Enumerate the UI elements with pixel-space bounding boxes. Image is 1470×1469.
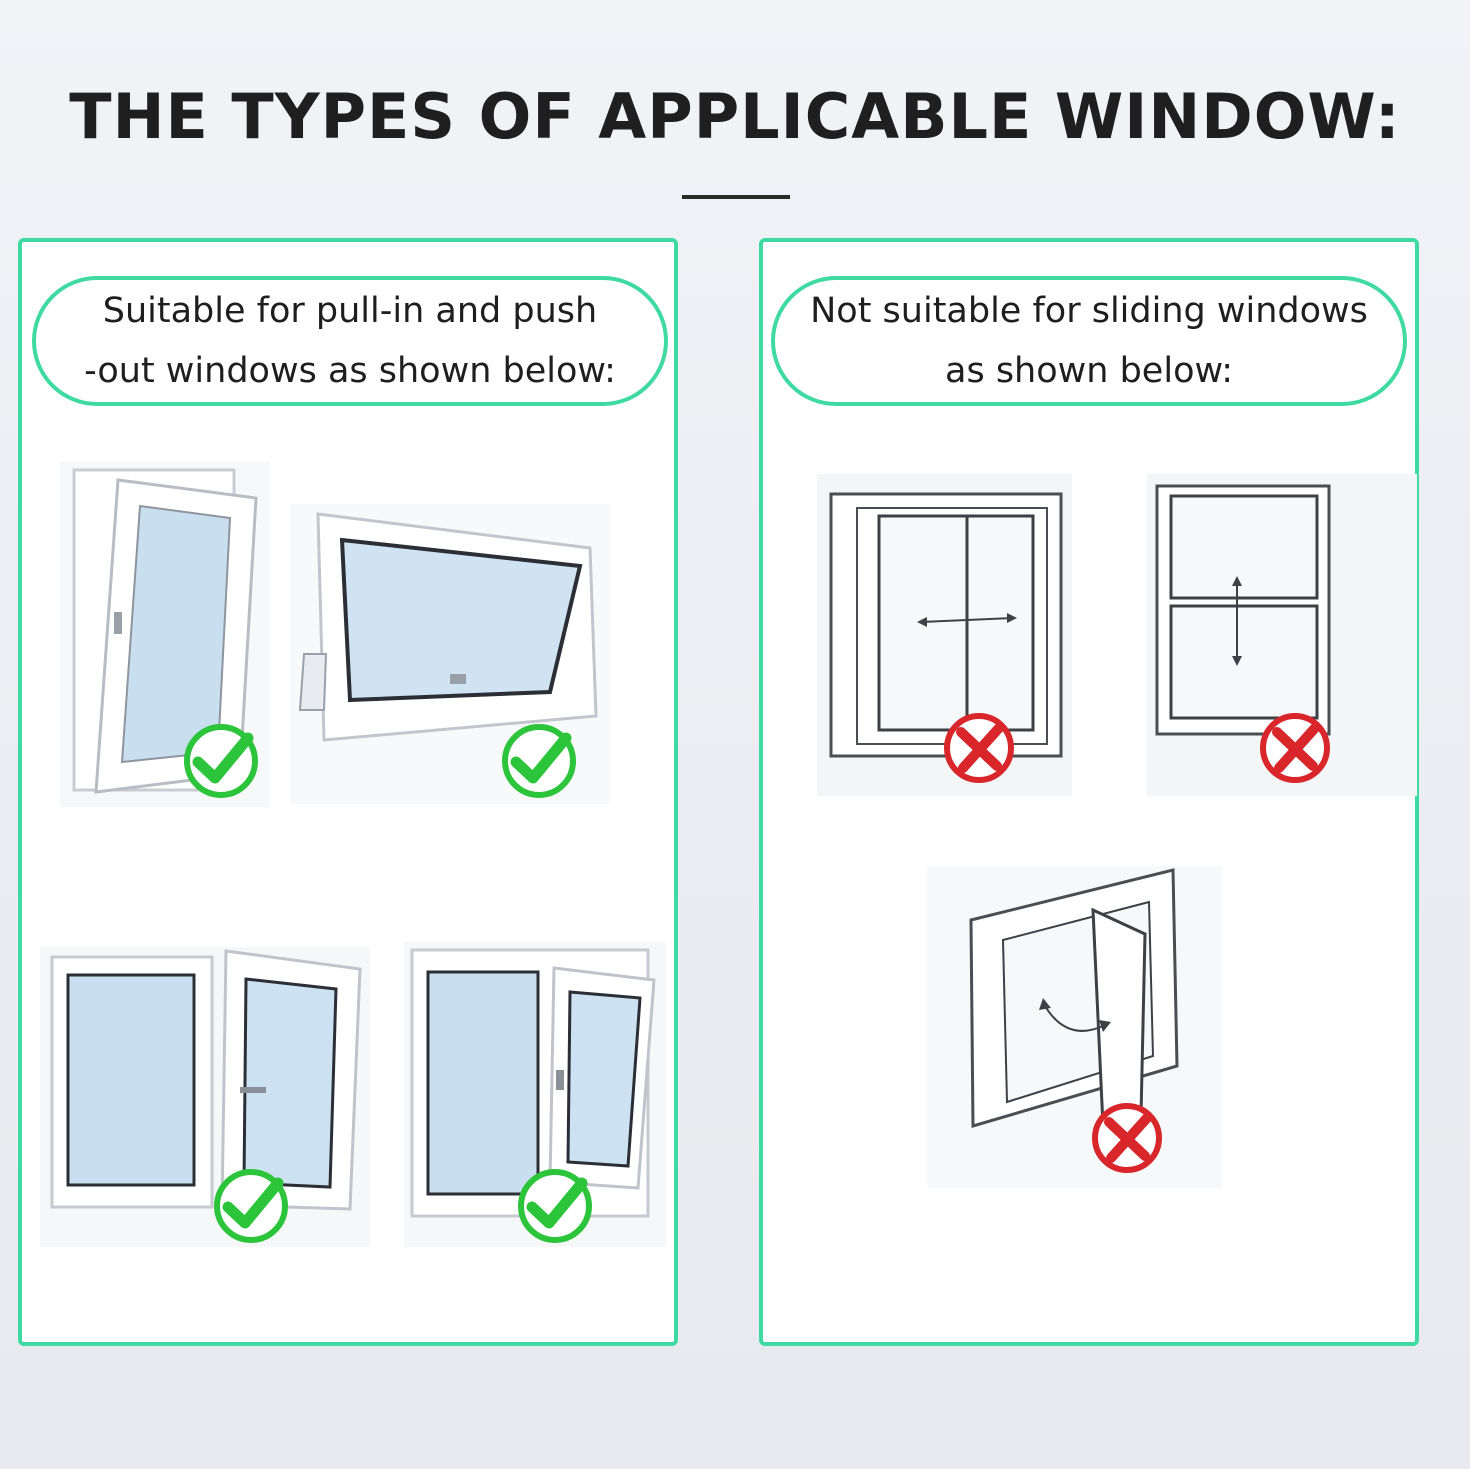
- awning-window-illustration: [290, 504, 610, 804]
- suitable-panel: Suitable for pull-in and push -out windo…: [18, 238, 678, 1346]
- suitable-caption: Suitable for pull-in and push -out windo…: [32, 276, 668, 406]
- red-cross-icon: [1089, 1100, 1165, 1176]
- pivot-window-illustration: [927, 866, 1222, 1188]
- not-suitable-panel: Not suitable for sliding windows as show…: [759, 238, 1419, 1346]
- green-check-icon: [212, 1167, 290, 1245]
- suitable-caption-line2: -out windows as shown below:: [84, 351, 616, 391]
- not-suitable-caption-line2: as shown below:: [945, 351, 1233, 391]
- green-check-icon: [182, 722, 260, 800]
- red-cross-icon: [941, 710, 1017, 786]
- green-check-icon: [500, 722, 578, 800]
- casement-tilt-window-illustration: [60, 462, 270, 807]
- red-cross-icon: [1257, 710, 1333, 786]
- casement-double-window-illustration: [40, 947, 370, 1247]
- title-underline: [682, 195, 790, 199]
- green-check-icon: [516, 1167, 594, 1245]
- not-suitable-caption-line1: Not suitable for sliding windows: [810, 291, 1368, 331]
- suitable-caption-line1: Suitable for pull-in and push: [102, 291, 598, 331]
- not-suitable-caption: Not suitable for sliding windows as show…: [771, 276, 1407, 406]
- page-title: THE TYPES OF APPLICABLE WINDOW:: [69, 80, 1401, 153]
